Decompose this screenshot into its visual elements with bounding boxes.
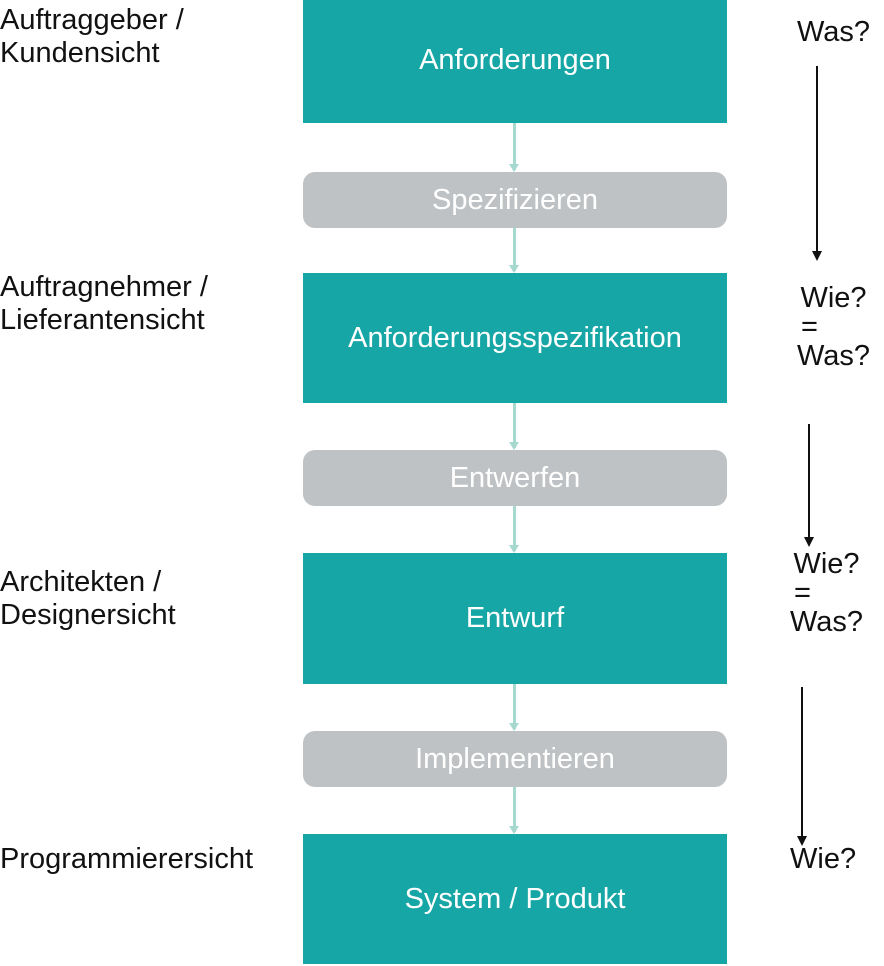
view-label-line: Auftragnehmer / <box>0 271 208 303</box>
view-label-line: Programmierersicht <box>0 843 253 875</box>
down-arrow <box>804 424 814 547</box>
view-label-line: Designersicht <box>0 599 176 631</box>
connector-arrow <box>509 228 519 273</box>
connector-arrow <box>509 787 519 834</box>
view-label-line: Architekten / <box>0 566 162 598</box>
connector-arrow <box>509 403 519 450</box>
question-line: = <box>801 311 818 343</box>
view-label-line: Auftraggeber / <box>0 4 184 36</box>
view-label-client: Auftraggeber / Kundensicht <box>0 4 184 70</box>
question-line: Wie? <box>793 548 860 580</box>
question-line: Was? <box>797 340 871 372</box>
stage-design: Entwurf <box>303 553 727 684</box>
connector-arrow <box>509 123 519 172</box>
stage-requirements: Anforderungen <box>303 0 727 123</box>
view-label-architect: Architekten / Designersicht <box>0 566 176 632</box>
question-line: Wie? <box>790 843 857 875</box>
question-what: Was? <box>797 16 870 49</box>
view-label-line: Lieferantensicht <box>0 304 205 336</box>
question-line: Was? <box>790 606 864 638</box>
view-label-line: Kundensicht <box>0 37 160 69</box>
question-how-equals-what: Wie? = Was? <box>790 548 863 639</box>
activity-specify: Spezifizieren <box>303 172 727 228</box>
connector-arrow <box>509 506 519 553</box>
view-label-programmer: Programmierersicht <box>0 843 253 876</box>
down-arrow <box>797 687 807 846</box>
view-label-contractor: Auftragnehmer / Lieferantensicht <box>0 271 208 337</box>
stage-system-product: System / Produkt <box>303 834 727 964</box>
question-line: = <box>794 577 811 609</box>
question-line: Wie? <box>800 282 867 314</box>
activity-implement: Implementieren <box>303 731 727 787</box>
question-line: Was? <box>797 16 871 48</box>
question-how-equals-what: Wie? = Was? <box>797 282 870 373</box>
down-arrow <box>812 66 822 261</box>
stage-requirements-specification: Anforderungsspezifikation <box>303 273 727 403</box>
activity-design: Entwerfen <box>303 450 727 506</box>
connector-arrow <box>509 684 519 731</box>
question-how: Wie? <box>790 843 856 876</box>
